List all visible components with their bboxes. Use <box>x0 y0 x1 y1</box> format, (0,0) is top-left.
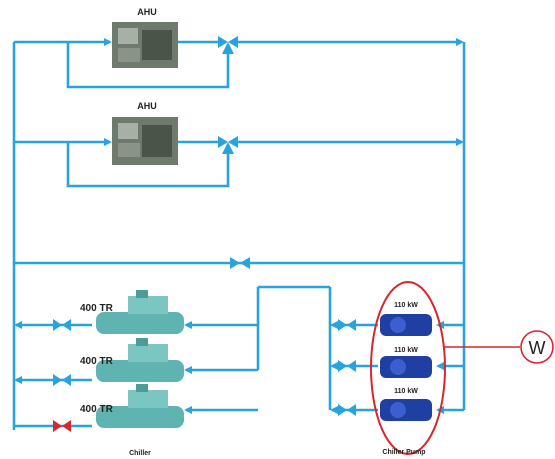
three-way-valve-icon <box>218 36 238 54</box>
pump-1-label: 110 kW <box>394 302 418 309</box>
chiller-caption: Chiller <box>129 450 151 457</box>
gate-valve-icon <box>53 420 71 432</box>
ahu-unit-bottom: AHU <box>112 101 178 165</box>
pump-2: 110 kW <box>380 347 432 378</box>
three-way-valve-icon <box>218 136 238 154</box>
chiller-unit-1: 400 TR <box>80 290 184 334</box>
gate-valve-icon <box>338 319 356 416</box>
ahu-top-label: AHU <box>137 7 157 17</box>
pump-caption: Chiller Pump <box>382 449 425 456</box>
meter-label: W <box>529 338 546 358</box>
pump-3-label: 110 kW <box>394 388 418 395</box>
chiller-2-label: 400 TR <box>80 356 114 367</box>
pump-2-label: 110 kW <box>394 347 418 354</box>
chiller-unit-icon <box>96 312 184 334</box>
ahu-bottom-label: AHU <box>137 101 157 111</box>
chiller-1-label: 400 TR <box>80 303 114 314</box>
pump-1: 110 kW <box>380 302 432 336</box>
pump-3: 110 kW <box>380 388 432 421</box>
gate-valve-icon <box>53 319 71 331</box>
chiller-unit-3: 400 TR <box>80 384 184 428</box>
gate-valve-icon <box>230 257 250 269</box>
gate-valve-icon <box>53 374 71 386</box>
chiller-3-label: 400 TR <box>80 404 114 415</box>
ahu-unit-top: AHU <box>112 7 178 68</box>
chiller-unit-2: 400 TR <box>80 338 184 382</box>
